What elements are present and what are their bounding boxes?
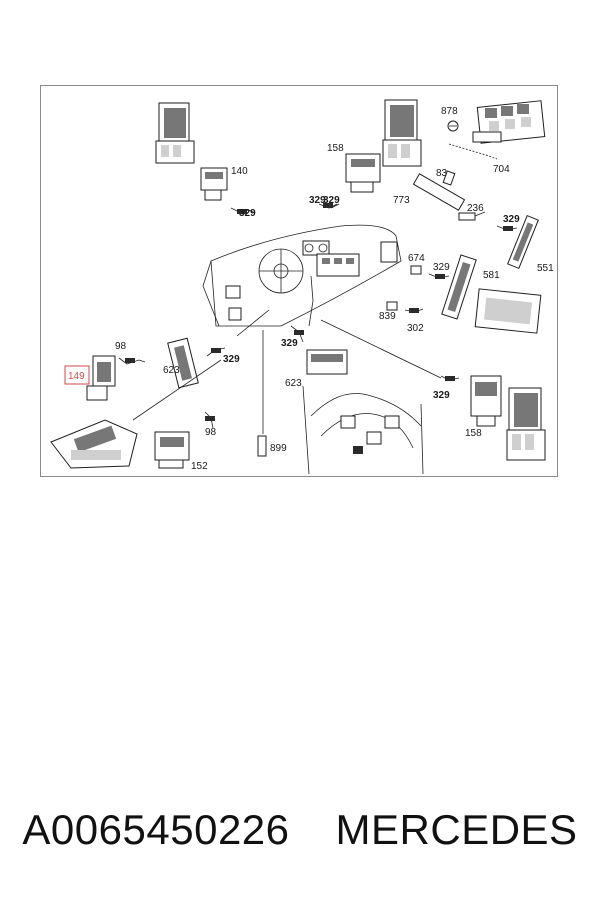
bulb-83	[442, 170, 456, 186]
fuse-box-704	[472, 100, 546, 144]
connector-158-top	[345, 153, 381, 193]
relay-module-top-center	[382, 99, 422, 167]
connector-581	[441, 254, 477, 320]
fuse-strip-704	[448, 143, 498, 160]
connector-623-center	[306, 349, 348, 375]
terminal-329-c	[496, 225, 518, 231]
bulb-674	[410, 265, 422, 275]
label-623-center: 623	[285, 378, 302, 389]
label-899: 899	[270, 443, 287, 454]
brand-name: MERCEDES	[335, 806, 578, 853]
bulb-839	[386, 301, 398, 311]
terminal-98-b	[204, 411, 215, 429]
terminal-899	[257, 435, 267, 457]
label-236: 236	[467, 203, 484, 214]
label-158-top: 158	[327, 143, 344, 154]
label-878: 878	[441, 106, 458, 117]
terminal-329-f	[440, 375, 460, 381]
label-581: 581	[483, 270, 500, 281]
wiring-harness	[302, 385, 424, 475]
connector-158-bottom	[470, 375, 502, 427]
label-329-f: 329	[433, 390, 450, 401]
relay-module-bottom-right	[506, 387, 546, 461]
label-623-left: 623	[163, 365, 180, 376]
control-unit-right	[474, 288, 542, 334]
label-839: 839	[379, 311, 396, 322]
part-number: A0065450226	[22, 806, 290, 853]
label-674: 674	[408, 253, 425, 264]
highlight-box-149	[64, 365, 90, 385]
label-329-e: 329	[281, 338, 298, 349]
label-158-bottom: 158	[465, 428, 482, 439]
control-unit-bottom-left	[50, 419, 138, 469]
diagram-frame: 140 329 158 329 878	[40, 85, 558, 477]
label-302: 302	[407, 323, 424, 334]
exploded-parts-diagram: 140 329 158 329 878	[50, 99, 554, 475]
terminal-329-a	[230, 207, 256, 214]
label-329-d: 329	[223, 354, 240, 365]
terminal-329-h	[428, 273, 450, 279]
label-773: 773	[393, 195, 410, 206]
switch-strip-773	[412, 173, 466, 211]
label-329-g: 329	[323, 195, 340, 206]
label-152: 152	[191, 461, 208, 472]
terminal-329-b	[318, 203, 338, 209]
leader-line-1	[132, 359, 222, 421]
label-704: 704	[493, 164, 510, 175]
connector-140	[200, 167, 228, 201]
leader-line-2	[236, 309, 270, 337]
label-149: 149	[68, 371, 85, 382]
label-98-b: 98	[205, 427, 217, 438]
terminal-329-e	[290, 325, 304, 343]
label-98-a: 98	[115, 341, 127, 352]
connector-623-left	[167, 337, 199, 389]
connector-152	[154, 431, 190, 469]
dashboard	[202, 224, 402, 327]
label-329-a: 329	[239, 208, 256, 219]
clip-236	[458, 211, 486, 221]
label-551: 551	[537, 263, 554, 274]
product-caption: A0065450226 MERCEDES	[0, 800, 600, 860]
terminal-329-d	[206, 347, 226, 357]
terminal-98-a	[118, 357, 146, 365]
relay-149	[86, 355, 116, 401]
relay-module-top-left	[155, 102, 195, 164]
label-83: 83	[436, 168, 448, 179]
label-329-h: 329	[433, 262, 450, 273]
screw-878	[447, 120, 459, 132]
terminal-329-g	[330, 203, 340, 209]
label-329-c: 329	[503, 214, 520, 225]
connector-551	[507, 214, 539, 270]
label-140: 140	[231, 166, 248, 177]
label-329-b: 329	[309, 195, 326, 206]
leader-line-4	[320, 319, 442, 379]
terminal-302	[404, 308, 424, 313]
